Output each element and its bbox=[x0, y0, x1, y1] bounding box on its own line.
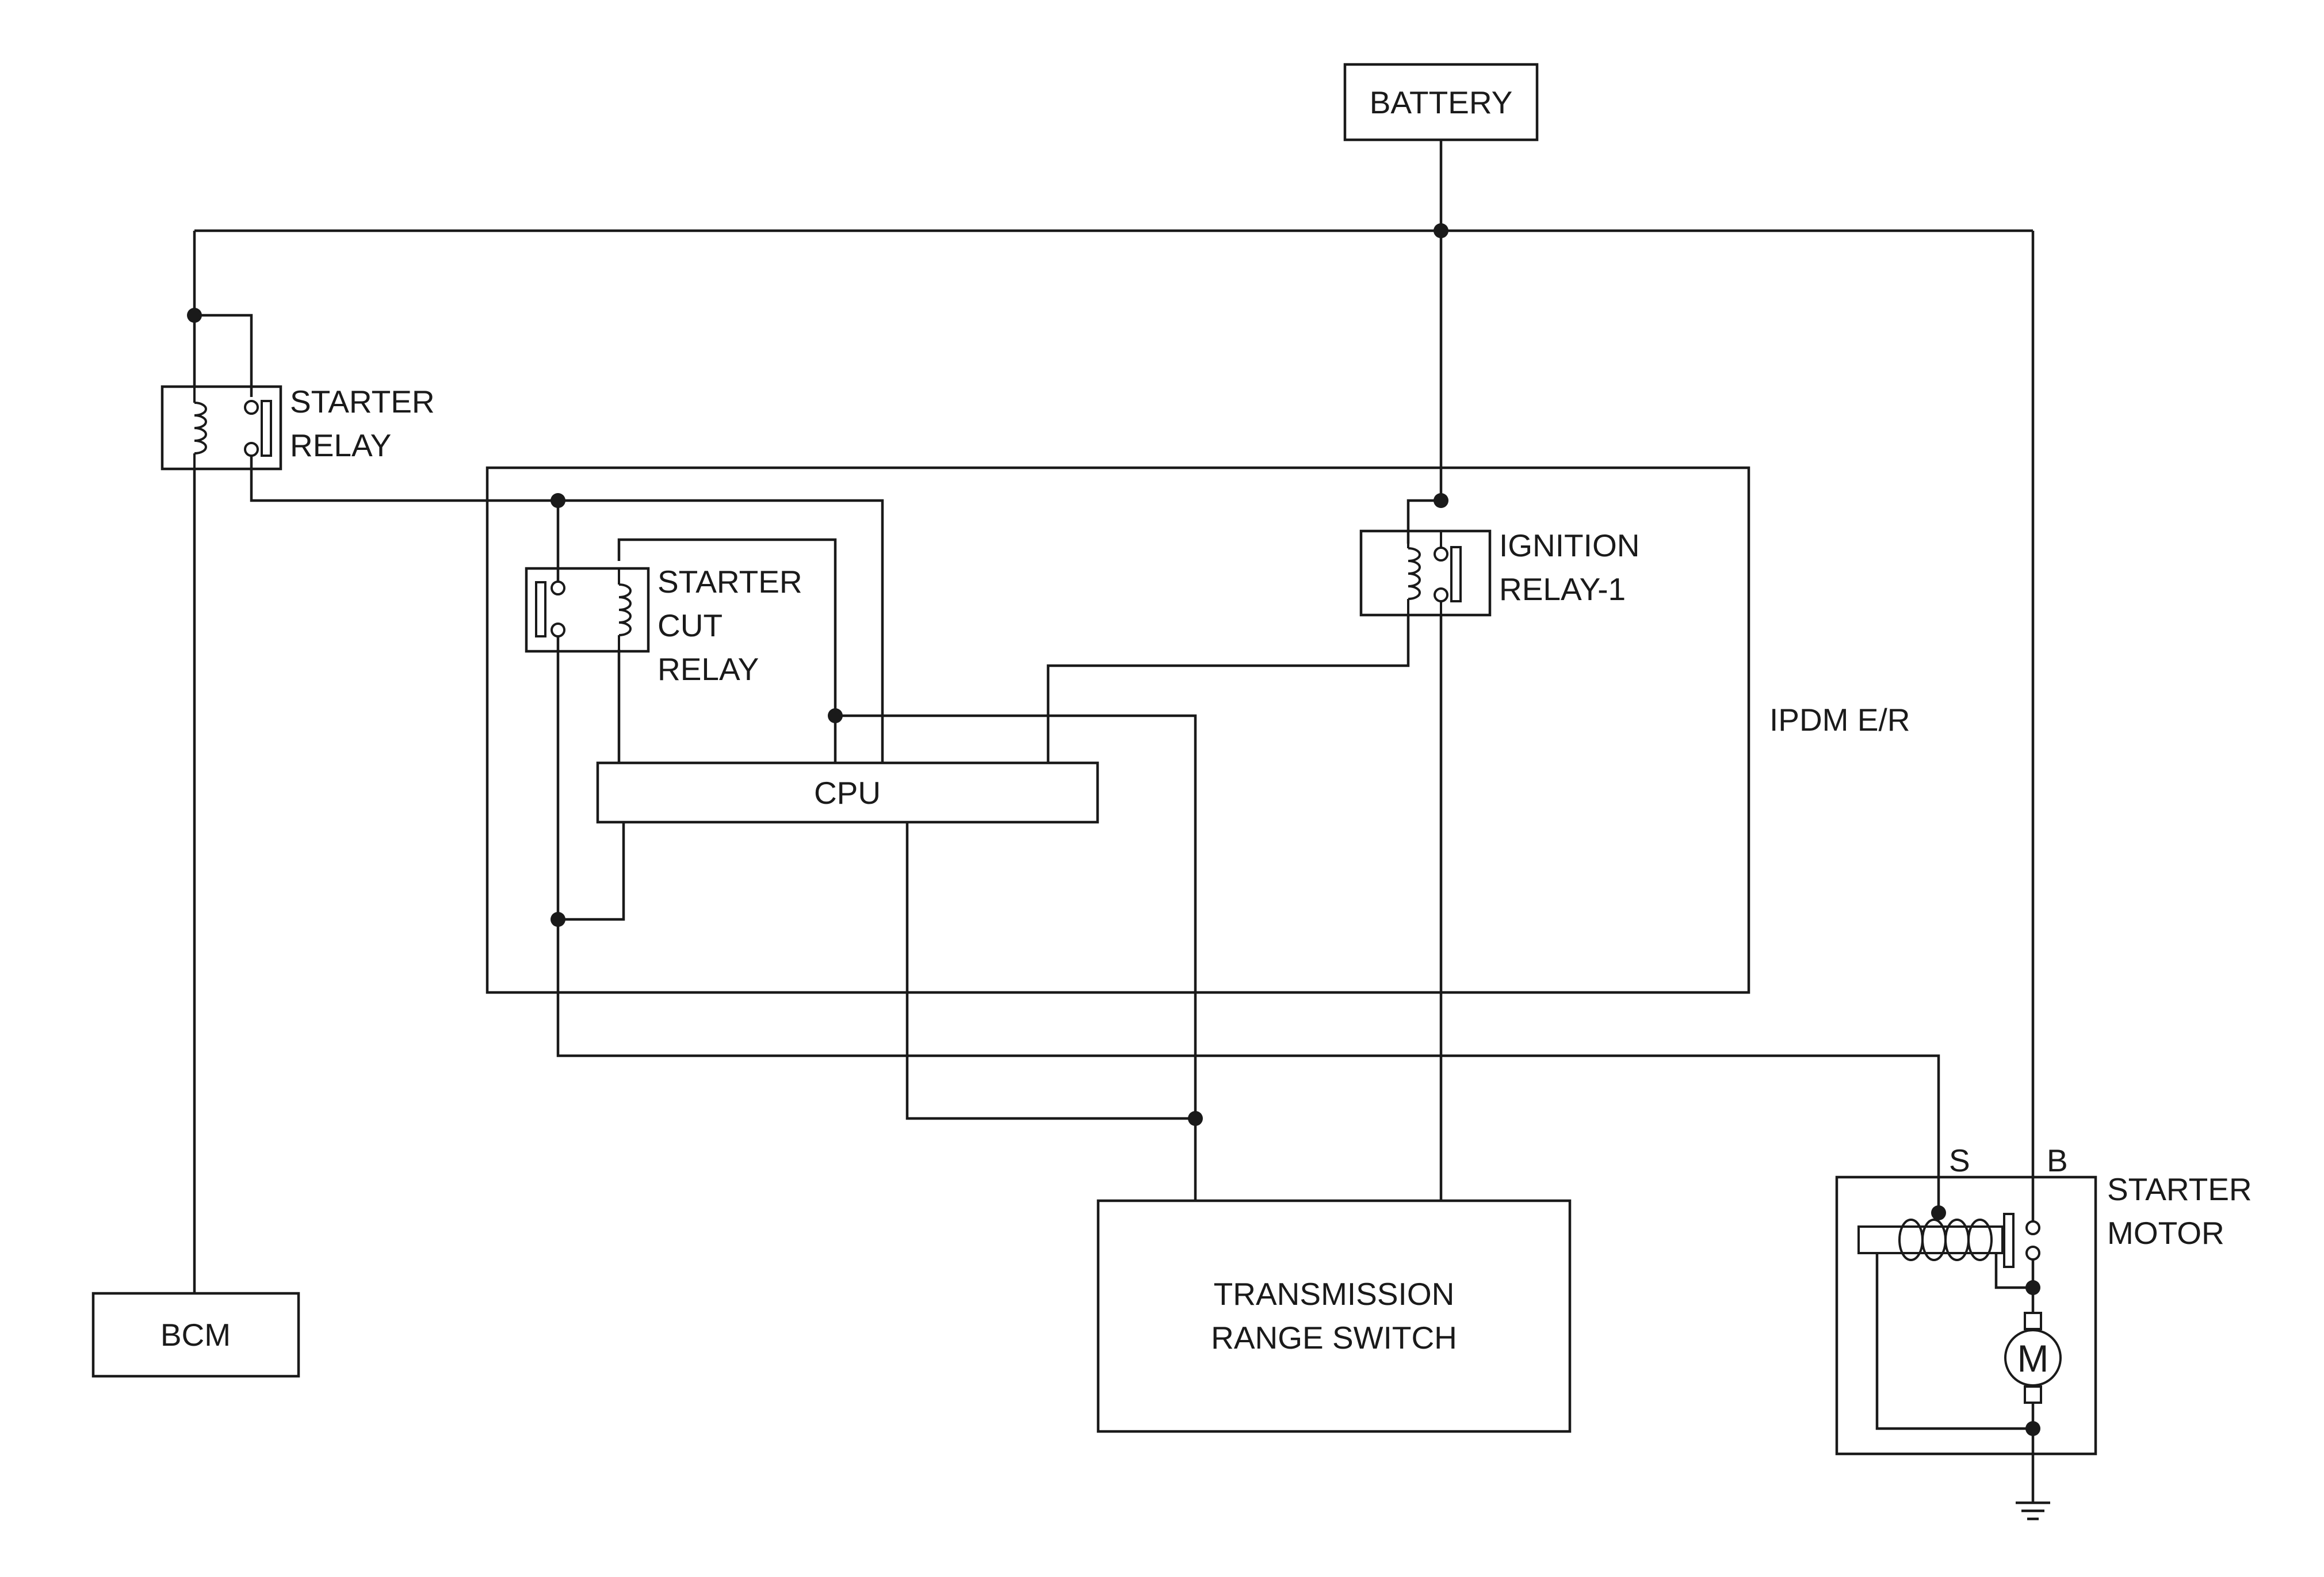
starter-cut-relay-label-3: RELAY bbox=[658, 651, 759, 687]
ignition-relay-1: IGNITION RELAY-1 bbox=[1359, 528, 1639, 617]
trs-label-2: RANGE SWITCH bbox=[1211, 1320, 1457, 1355]
ignition-relay-label-2: RELAY-1 bbox=[1499, 571, 1626, 607]
relay-contact-icon bbox=[1450, 546, 1462, 602]
starter-motor: S B STARTER MOTOR M bbox=[1835, 1143, 2252, 1502]
ignition-relay-label-1: IGNITION bbox=[1499, 528, 1639, 563]
cpu-label: CPU bbox=[814, 775, 881, 811]
relay-coil-icon bbox=[194, 402, 207, 455]
junction-dots bbox=[187, 223, 2040, 1436]
relay-contact-icon bbox=[535, 581, 546, 637]
starter-relay-label-2: RELAY bbox=[290, 427, 391, 463]
starter-cut-relay-label-2: CUT bbox=[658, 608, 723, 643]
terminal-s-label: S bbox=[1949, 1143, 1970, 1178]
ground-icon bbox=[2016, 1501, 2050, 1521]
relay-contact-icon bbox=[261, 400, 272, 457]
starter-motor-label-2: MOTOR bbox=[2107, 1215, 2224, 1251]
wiring bbox=[193, 140, 2035, 1293]
relay-coil-icon bbox=[618, 583, 632, 636]
bcm-block: BCM bbox=[91, 1292, 300, 1378]
starter-relay: STARTER RELAY bbox=[160, 384, 435, 471]
trs-label-1: TRANSMISSION bbox=[1214, 1276, 1455, 1312]
terminal-b-label: B bbox=[2047, 1143, 2068, 1178]
ipdm-er-module: IPDM E/R bbox=[486, 466, 1910, 994]
starter-relay-label: STARTER bbox=[290, 384, 435, 419]
starter-cut-relay-label-1: STARTER bbox=[658, 564, 802, 600]
solenoid-icon bbox=[1857, 1213, 2015, 1268]
motor-symbol-label: M bbox=[2017, 1337, 2049, 1380]
transmission-range-switch: TRANSMISSION RANGE SWITCH bbox=[1096, 1199, 1572, 1433]
ipdm-label: IPDM E/R bbox=[1769, 702, 1910, 738]
starter-motor-label-1: STARTER bbox=[2107, 1171, 2252, 1207]
battery-label: BATTERY bbox=[1370, 85, 1513, 120]
motor-icon: M bbox=[2004, 1312, 2062, 1404]
cpu-block: CPU bbox=[596, 761, 1099, 824]
relay-coil-icon bbox=[1408, 547, 1421, 600]
battery-block: BATTERY bbox=[1343, 63, 1539, 142]
bcm-label: BCM bbox=[160, 1317, 231, 1353]
starter-cut-relay: STARTER CUT RELAY bbox=[525, 564, 802, 687]
